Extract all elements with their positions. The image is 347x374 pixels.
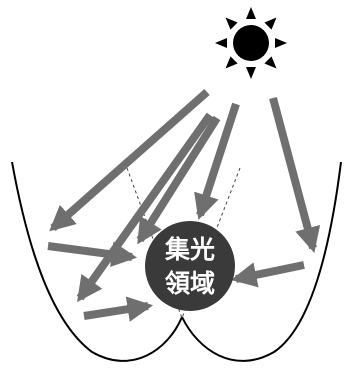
collecting-region: 集光 領域 [145, 221, 235, 311]
sun-icon [215, 7, 287, 79]
reflected-ray-2 [84, 306, 148, 316]
incident-ray-5 [273, 98, 313, 248]
region-label-line2: 領域 [165, 269, 215, 298]
incident-ray-1 [53, 92, 207, 228]
region-label-line1: 集光 [164, 235, 215, 264]
reflected-ray-3 [236, 265, 304, 279]
